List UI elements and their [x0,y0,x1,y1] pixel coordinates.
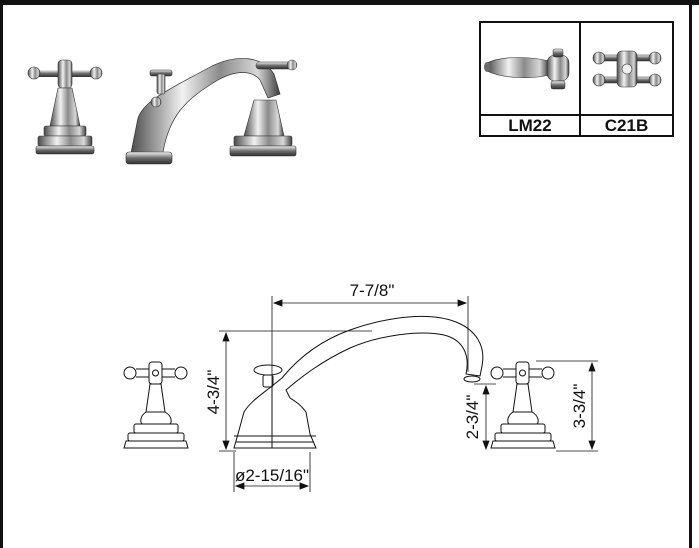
spread-dimension-label: 7-7/8" [350,281,395,300]
cross-option-label: C21B [604,116,649,135]
drawing-right-handle [490,361,556,449]
handle-options-box: LM22 C21B [479,21,674,137]
overall-height-label: 4-3/4" [204,370,223,415]
lever-handle-image [484,48,570,90]
cross-handle-image [592,50,662,88]
product-photo [27,58,298,165]
dimension-lines [219,296,598,492]
top-border-strip [0,0,699,5]
drawing-left-handle [123,361,189,449]
photo-spout-group [125,58,298,165]
lever-option-label: LM22 [508,116,552,135]
options-divider-horizontal [481,114,672,116]
handle-height-label: 3-3/4" [570,384,589,429]
options-divider-vertical [579,23,581,135]
drawing-spout [233,315,484,449]
photo-left-handle [27,59,103,155]
spout-height-label: 2-3/4" [463,395,482,440]
base-diameter-label: ø2-15/16" [235,466,309,485]
